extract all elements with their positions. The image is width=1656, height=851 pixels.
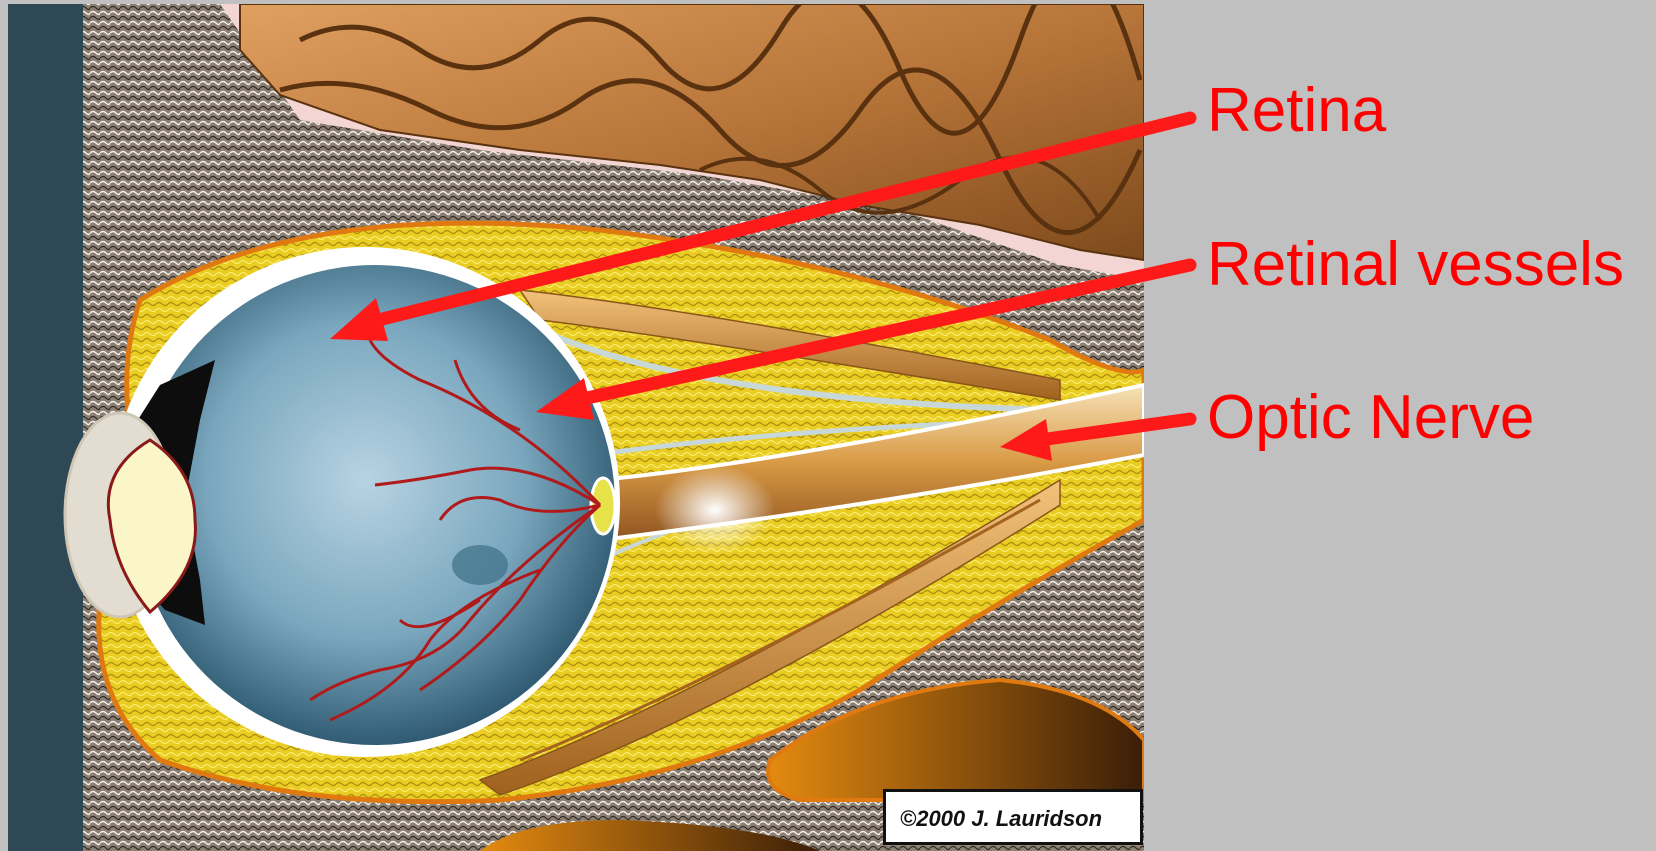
skin-region: [8, 4, 83, 851]
retinal-vessels-label: Retinal vessels: [1207, 234, 1624, 296]
copyright-box: ©2000 J. Lauridson: [883, 789, 1143, 845]
retina-label: Retina: [1207, 80, 1386, 142]
copyright-text: ©2000 J. Lauridson: [900, 806, 1102, 832]
optic-nerve-label: Optic Nerve: [1207, 387, 1534, 449]
